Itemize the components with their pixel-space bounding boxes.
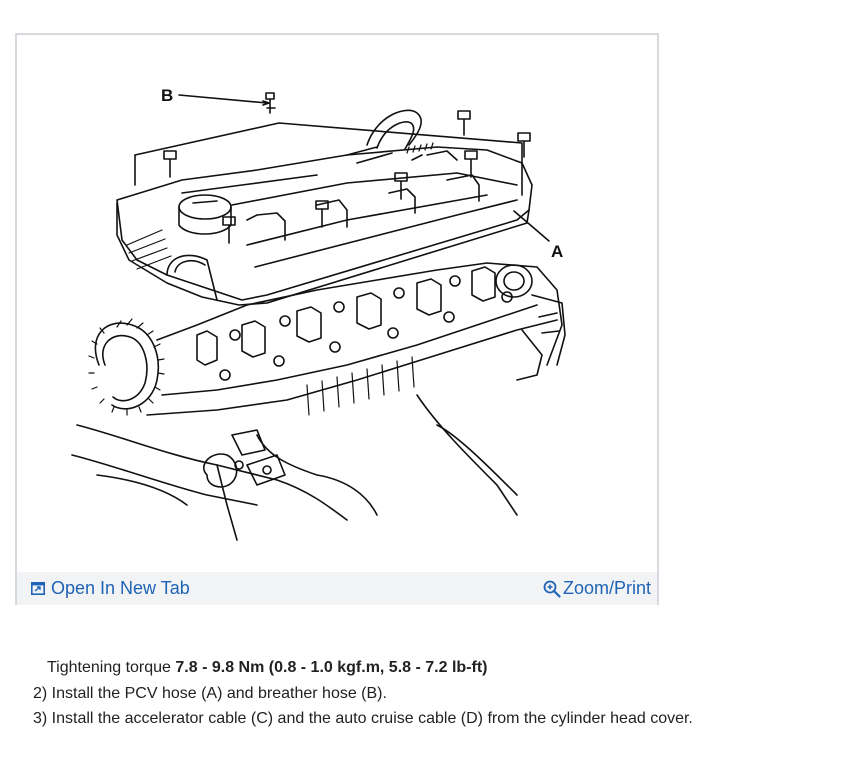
leader-a [513,210,550,242]
callout-a: A [551,242,563,261]
step-3-line: 3) Install the accelerator cable (C) and… [33,710,693,727]
zoom-print-label: Zoom/Print [562,578,651,598]
open-in-new-tab-link[interactable]: Open In New Tab [31,572,190,605]
zoom-in-icon [543,580,561,598]
torque-value: 7.8 - 9.8 Nm (0.8 - 1.0 kgf.m, 5.8 - 7.2… [175,659,488,676]
figure-card: B A Open In New Tab Zoom/Print [15,33,659,605]
figure-toolbar: Open In New Tab Zoom/Print [17,572,657,605]
cover-plane-outline [134,122,523,196]
step-2-line: 2) Install the PCV hose (A) and breather… [33,684,387,702]
cover-bolts [163,92,531,244]
open-in-new-tab-label: Open In New Tab [51,578,190,598]
cylinder-head-cover [116,146,533,301]
instruction-text: Tightening torque 7.8 - 9.8 Nm (0.8 - 1.… [33,655,693,732]
open-new-tab-icon [31,582,45,595]
zoom-print-link[interactable]: Zoom/Print [543,572,651,605]
torque-prefix: Tightening torque [47,659,176,676]
leader-b [178,94,268,104]
torque-spec-line: Tightening torque 7.8 - 9.8 Nm (0.8 - 1.… [33,655,693,681]
callout-b: B [161,86,173,105]
engine-diagram: B A [71,86,566,541]
